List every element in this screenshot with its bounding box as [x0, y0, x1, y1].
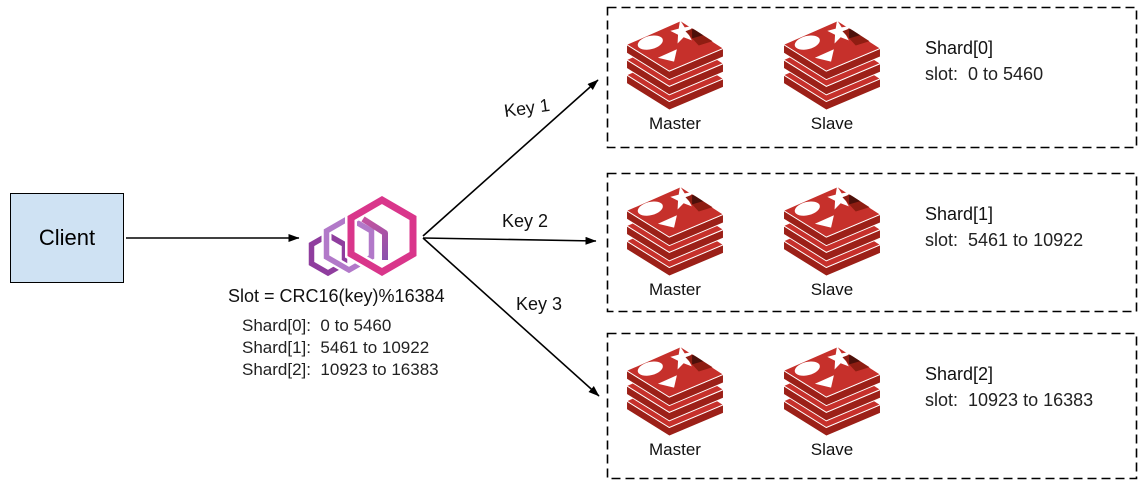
mapping-line: Shard[2]: 10923 to 16383: [242, 360, 439, 379]
shard2-group: Master Slave Shard[2] slot: 10923 to 163…: [607, 333, 1137, 480]
redis-database-icon: [777, 182, 887, 277]
node-role-label: Slave: [810, 114, 854, 133]
node-role-label: Master: [649, 280, 701, 299]
node-role-label: Master: [649, 114, 701, 133]
arrow-key2: [422, 236, 597, 245]
shard-slot-range: slot: 10923 to 16383: [925, 390, 1094, 410]
shard0-group: Master Slave Shard[0] slot: 0 to 5460: [607, 7, 1137, 148]
hexagon-cluster-icon: [308, 194, 419, 279]
shard-name: Shard[1]: [925, 204, 994, 224]
redis-database-icon: [620, 16, 730, 111]
client-label: Client: [38, 225, 96, 250]
shard-name: Shard[0]: [925, 38, 994, 58]
node-role-label: Master: [649, 440, 701, 459]
master-node: Master: [620, 182, 730, 300]
redis-database-icon: [620, 182, 730, 277]
node-role-label: Slave: [810, 280, 854, 299]
shard-mapping-list: Shard[0]: 0 to 5460 Shard[1]: 5461 to 10…: [242, 315, 439, 381]
arrow-key3: [422, 237, 600, 397]
key1-label: Key 1: [502, 94, 552, 122]
node-role-label: Slave: [810, 440, 854, 459]
shard-slot-range: slot: 5461 to 10922: [925, 230, 1084, 250]
slot-formula: Slot = CRC16(key)%16384: [228, 286, 445, 306]
slave-node: Slave: [777, 182, 887, 300]
key3-label: Key 3: [516, 294, 563, 314]
master-node: Master: [620, 342, 730, 460]
mapping-line: Shard[0]: 0 to 5460: [242, 316, 392, 335]
redis-database-icon: [620, 342, 730, 437]
shard-info: Shard[0] slot: 0 to 5460: [925, 35, 1043, 87]
shard-info: Shard[2] slot: 10923 to 16383: [925, 361, 1093, 413]
shard-info: Shard[1] slot: 5461 to 10922: [925, 201, 1083, 253]
redis-database-icon: [777, 342, 887, 437]
key2-label: Key 2: [502, 211, 549, 231]
shard1-group: Master Slave Shard[1] slot: 5461 to 1092…: [607, 173, 1137, 312]
shard-name: Shard[2]: [925, 364, 994, 384]
client-node: Client: [10, 193, 124, 283]
slave-node: Slave: [777, 342, 887, 460]
master-node: Master: [620, 16, 730, 134]
mapping-line: Shard[1]: 5461 to 10922: [242, 338, 430, 357]
redis-database-icon: [777, 16, 887, 111]
shard-slot-range: slot: 0 to 5460: [925, 64, 1044, 84]
slave-node: Slave: [777, 16, 887, 134]
